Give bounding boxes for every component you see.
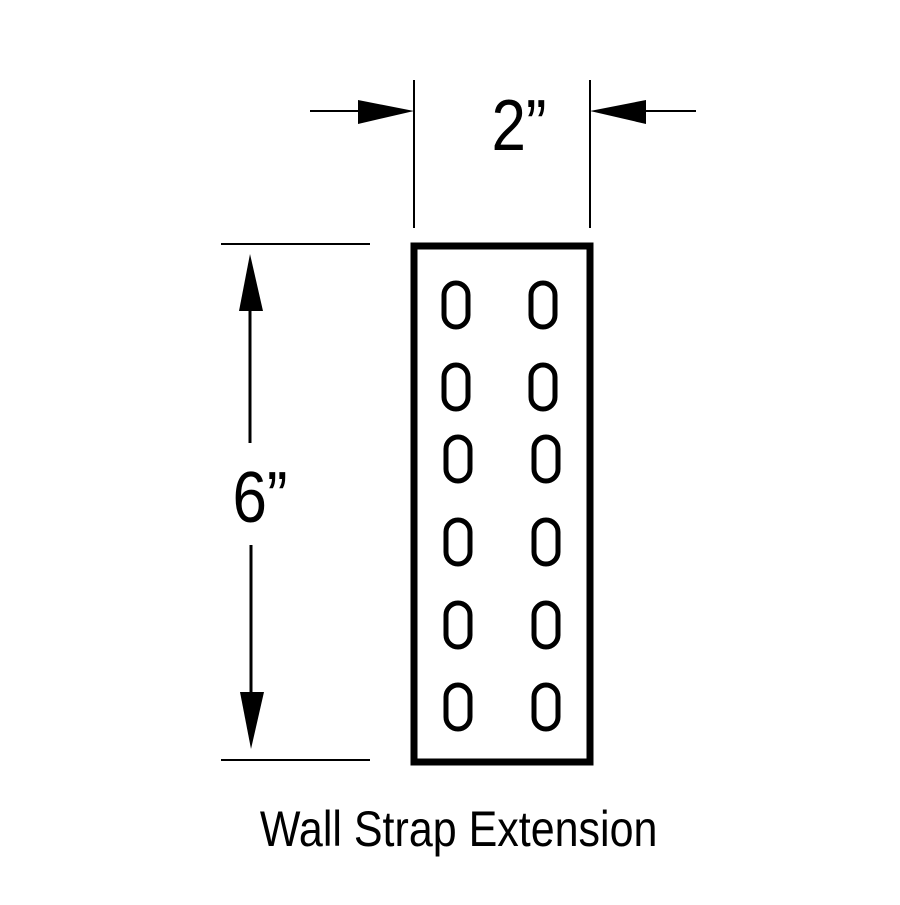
width-label: 2” [491,86,546,166]
arrow-right-icon [310,100,414,124]
slot-grid [441,280,561,732]
slot [441,280,471,330]
slot [531,434,561,484]
slot [443,682,473,732]
strap-plate [410,242,594,766]
slot [443,600,473,650]
slot [528,362,558,412]
slot [531,517,561,567]
width-dimension: 2” [310,80,696,228]
arrow-left-icon [590,100,696,124]
height-dimension: 6” [221,243,370,761]
arrow-up-icon [239,254,263,443]
slot [443,434,473,484]
diagram-title: Wall Strap Extension [259,801,658,857]
slot [528,280,558,330]
arrow-down-icon [240,545,264,749]
plate-outline [410,242,594,766]
slot [531,682,561,732]
slot [443,517,473,567]
height-label: 6” [232,458,287,538]
slot [441,362,471,412]
slot [531,600,561,650]
